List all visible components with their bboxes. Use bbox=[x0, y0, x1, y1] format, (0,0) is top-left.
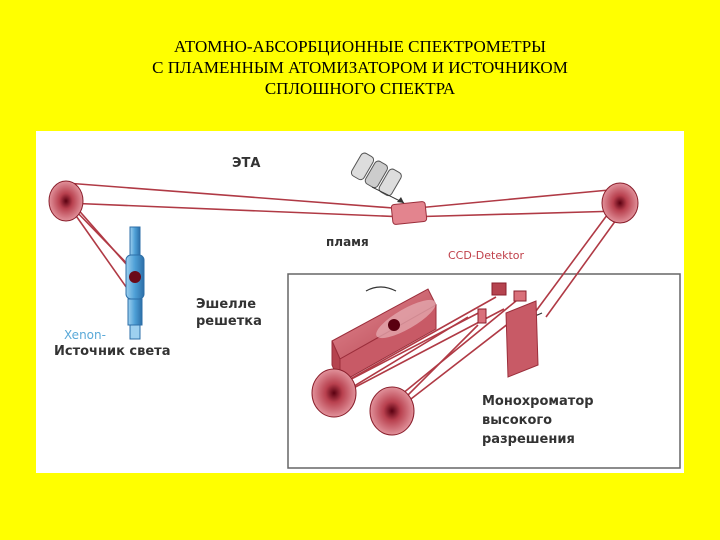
diagram-panel: ЭТА пламя CCD-Detektor Эшелле решетка Xe… bbox=[36, 131, 684, 473]
slit bbox=[477, 308, 487, 324]
title-line-2: С ПЛАМЕННЫМ АТОМИЗАТОРОМ И ИСТОЧНИКОМ bbox=[152, 58, 568, 77]
xenon-lamp bbox=[125, 226, 145, 340]
light-beams bbox=[59, 182, 625, 410]
left-mirror bbox=[48, 180, 84, 222]
label-mono-1: Монохроматор bbox=[482, 394, 594, 409]
ccd-sensor bbox=[513, 290, 527, 302]
label-ccd: CCD-Detektor bbox=[448, 249, 525, 262]
optical-diagram bbox=[48, 152, 681, 469]
label-mono-3: разрешения bbox=[482, 432, 575, 447]
mono-mirror-1 bbox=[311, 368, 357, 418]
grating-focus bbox=[388, 319, 400, 331]
grating-rotation-arrow bbox=[365, 286, 397, 292]
label-xenon: Xenon- bbox=[64, 328, 106, 342]
right-mirror bbox=[601, 182, 639, 224]
prism bbox=[505, 300, 539, 378]
label-echelle-2: решетка bbox=[196, 314, 262, 329]
monochromator-frame bbox=[287, 273, 681, 469]
mono-mirror-2 bbox=[369, 386, 415, 436]
label-source: Источник света bbox=[54, 344, 171, 359]
eta-arrowhead bbox=[397, 197, 404, 203]
title-line-3: СПЛОШНОГО СПЕКТРА bbox=[264, 79, 456, 98]
label-mono-2: высокого bbox=[482, 413, 553, 428]
label-echelle-1: Эшелле bbox=[196, 297, 257, 312]
ccd-detector bbox=[491, 282, 507, 296]
label-flame: пламя bbox=[326, 235, 369, 249]
flame-cell bbox=[390, 201, 428, 225]
title-line-1: АТОМНО-АБСОРБЦИОННЫЕ СПЕКТРОМЕТРЫ bbox=[174, 37, 546, 56]
page-title: АТОМНО-АБСОРБЦИОННЫЕ СПЕКТРОМЕТРЫ С ПЛАМ… bbox=[0, 36, 720, 99]
label-eta: ЭТА bbox=[232, 156, 261, 171]
eta-lamps bbox=[350, 152, 402, 197]
